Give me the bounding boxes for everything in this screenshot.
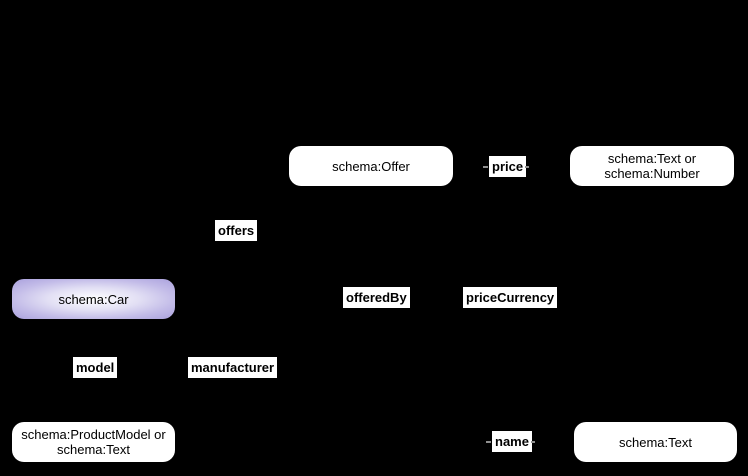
edge-label-model: model — [73, 357, 118, 378]
edge-stub-price-right — [525, 166, 529, 168]
node-schema-text-or-number-line2: schema:Number — [604, 166, 700, 181]
edge-label-manufacturer: manufacturer — [188, 357, 278, 378]
edge-label-offeredby: offeredBy — [343, 287, 410, 308]
edge-stub-price-left — [483, 166, 488, 168]
node-schema-text-label: schema:Text — [619, 434, 692, 450]
edge-label-offers: offers — [215, 220, 258, 241]
node-schema-offer-label: schema:Offer — [332, 158, 410, 174]
node-schema-car: schema:Car — [12, 279, 175, 319]
node-schema-productmodel-line1: schema:ProductModel or — [21, 427, 166, 442]
edge-stub-name-right — [531, 441, 535, 443]
node-schema-productmodel-line2: schema:Text — [57, 442, 130, 457]
node-schema-productmodel-or-text: schema:ProductModel or schema:Text — [12, 422, 175, 462]
node-schema-text-or-number-line1: schema:Text or — [607, 151, 697, 166]
edge-label-pricecurrency: priceCurrency — [463, 287, 558, 308]
node-schema-offer: schema:Offer — [289, 146, 453, 186]
edge-label-name: name — [492, 431, 532, 452]
node-schema-text-or-number: schema:Text or schema:Number — [570, 146, 734, 186]
edge-stub-name-left — [486, 441, 491, 443]
node-schema-car-label: schema:Car — [58, 291, 129, 307]
node-schema-text: schema:Text — [574, 422, 737, 462]
edge-label-price: price — [489, 156, 527, 177]
